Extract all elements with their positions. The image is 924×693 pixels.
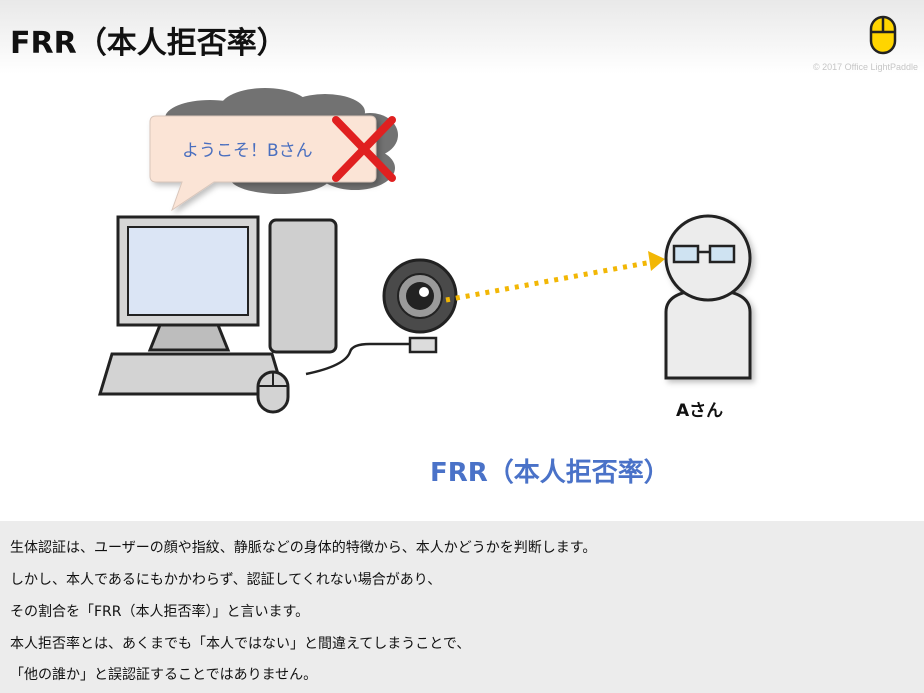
detection-arrow — [446, 251, 665, 300]
keyboard-icon — [100, 354, 284, 394]
page-title: FRR（本人拒否率） — [10, 18, 287, 62]
person-icon — [666, 216, 750, 378]
explanation-panel: 生体認証は、ユーザーの顔や指紋、静脈などの身体的特徴から、本人かどうかを判断しま… — [0, 521, 924, 693]
header-bar: FRR（本人拒否率） © 2017 Office LightPaddle — [0, 0, 924, 74]
computer-mouse-icon — [258, 372, 288, 412]
explanation-line: しかし、本人であるにもかかわらず、認証してくれない場合があり、 — [10, 569, 441, 589]
copyright-text: © 2017 Office LightPaddle — [813, 62, 918, 72]
frr-caption: FRR（本人拒否率） — [430, 452, 670, 489]
explanation-line: 本人拒否率とは、あくまでも「本人ではない」と間違えてしまうことで、 — [10, 633, 470, 653]
monitor-icon — [118, 217, 258, 350]
explanation-line: 生体認証は、ユーザーの顔や指紋、静脈などの身体的特徴から、本人かどうかを判断しま… — [10, 537, 596, 557]
person-label: Aさん — [676, 396, 723, 421]
mouse-icon — [868, 14, 898, 56]
explanation-line: 「他の誰か」と誤認証することではありません。 — [10, 664, 317, 684]
webcam-icon — [384, 260, 456, 352]
pc-tower-icon — [270, 220, 336, 352]
speech-bubble-text: ようこそ！Bさん — [182, 136, 313, 161]
explanation-line: その割合を「FRR（本人拒否率）」と言います。 — [10, 601, 309, 621]
